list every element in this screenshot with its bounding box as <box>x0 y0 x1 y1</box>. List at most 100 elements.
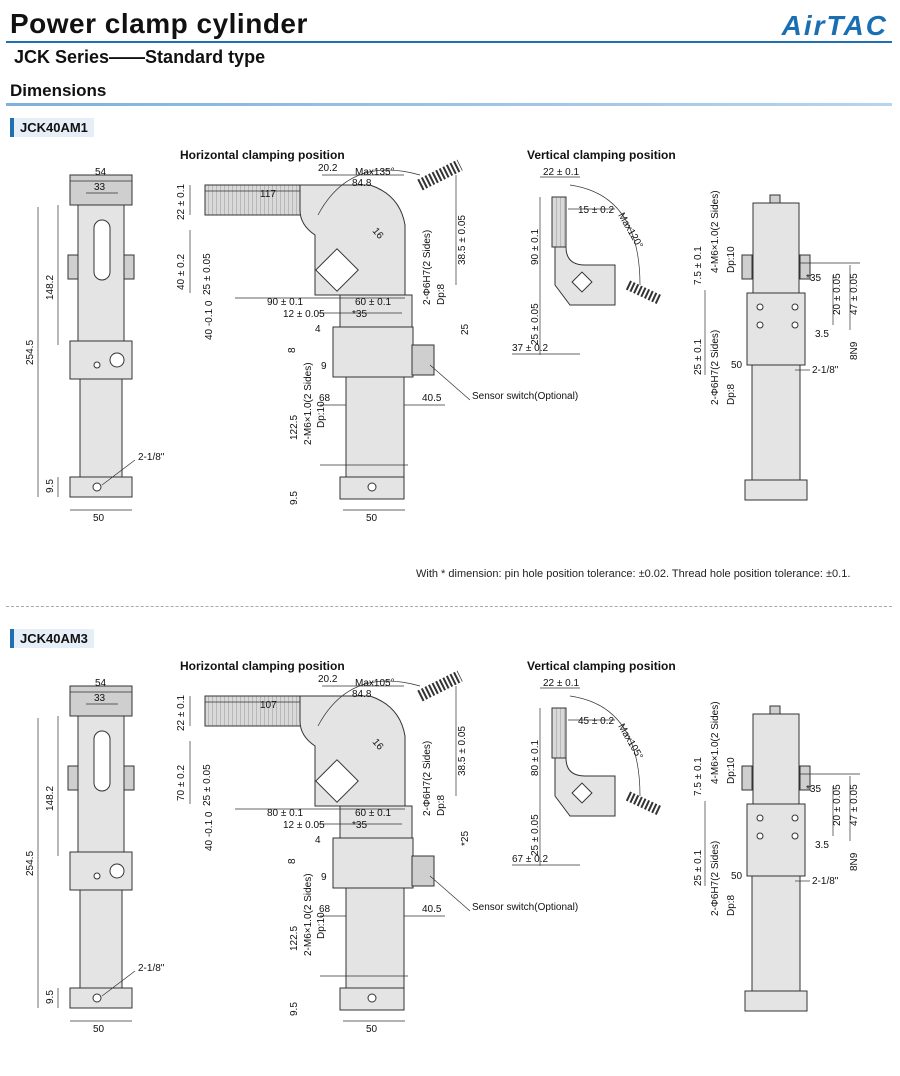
side-top-pin <box>769 705 781 715</box>
tolerance-note: With * dimension: pin hole position tole… <box>416 568 851 580</box>
side-hole-4 <box>791 832 799 840</box>
model-block-jck40am3: JCK40AM3 Horizontal clamping position Ve… <box>0 626 900 1073</box>
side-base <box>744 479 808 501</box>
front-dim-254: 254.5 <box>25 340 36 365</box>
s-dim-20: 20 ± 0.05 <box>832 273 843 315</box>
s-dp10-label: Dp:10 <box>726 757 737 784</box>
sensor-switch <box>411 344 435 376</box>
sensor-switch-label: Sensor switch(Optional) <box>472 902 578 913</box>
h-dim-9: 9 <box>321 361 327 372</box>
h-dp8-label: Dp:8 <box>436 794 447 816</box>
side-upper <box>752 713 800 805</box>
sensor-switch <box>411 855 435 887</box>
s-dim-50: 50 <box>731 871 743 882</box>
h-dim-90: 80 ± 0.1 <box>267 808 304 819</box>
s-dim-50: 50 <box>731 360 743 371</box>
front-view <box>37 174 136 511</box>
v-dim-90: 80 ± 0.1 <box>530 739 541 776</box>
h-dp8-label: Dp:8 <box>436 283 447 305</box>
h-dim-40b: 40 -0.1 0 <box>204 300 215 340</box>
v-dim-37: 37 ± 0.2 <box>512 343 549 354</box>
front-cylinder <box>79 378 123 480</box>
model-block-jck40am1: JCK40AM1 Horizontal clamping position Ve… <box>0 115 900 595</box>
side-knob-left <box>741 254 753 280</box>
side-base <box>744 990 808 1012</box>
h-dim-4: 4 <box>315 835 321 846</box>
body-block <box>332 326 414 378</box>
h-dim-40b: 40 -0.1 0 <box>204 811 215 851</box>
clamp-arm <box>204 695 306 727</box>
side-hole-2 <box>756 832 764 840</box>
h-dim-117: 107 <box>260 700 277 711</box>
vertical-view <box>512 687 663 866</box>
h-m6-label: 2-M6×1.0(2 Sides) <box>303 362 314 445</box>
front-slot <box>93 219 111 281</box>
h-dim-25b: *25 <box>460 831 471 846</box>
h-dim-9-5: 9.5 <box>289 1002 300 1016</box>
vertical-view <box>512 176 663 355</box>
s-dp8-label: Dp:8 <box>726 383 737 405</box>
front-knob-left <box>67 254 79 280</box>
front-knob-left <box>67 765 79 791</box>
mid-block <box>339 805 413 839</box>
s-dim-3-5: 3.5 <box>815 840 829 851</box>
s-dim-47: 47 ± 0.05 <box>849 273 860 315</box>
h-pin-label: 2-Φ6H7(2 Sides) <box>422 230 433 305</box>
vertical-view-title: Vertical clamping position <box>527 148 676 162</box>
v-dim-25: 25 ± 0.05 <box>530 814 541 856</box>
v-arm <box>551 707 567 759</box>
front-base-port <box>92 482 102 492</box>
front-slot <box>93 730 111 792</box>
body-block <box>332 837 414 889</box>
drawing-canvas: 54 33 148.2 254.5 2-1/8" 9.5 50 <box>25 670 860 1035</box>
h-dim-35: *35 <box>352 309 367 320</box>
h-max-angle: Max135° <box>355 167 395 178</box>
h-dim-35: *35 <box>352 820 367 831</box>
horizontal-view-title: Horizontal clamping position <box>180 148 345 162</box>
h-dim-20: 20.2 <box>318 674 338 685</box>
h-m6-label: 2-M6×1.0(2 Sides) <box>303 873 314 956</box>
h-dim-4: 4 <box>315 324 321 335</box>
s-port-label: 2-1/8" <box>812 365 839 376</box>
h-dim-60: 60 ± 0.1 <box>355 297 392 308</box>
page-subtitle: JCK Series——Standard type <box>14 47 266 67</box>
v-pivot <box>571 271 593 293</box>
h-dim-8: 8 <box>287 347 298 353</box>
vertical-view-title: Vertical clamping position <box>527 659 676 673</box>
h-dim-122: 122.5 <box>289 926 300 951</box>
front-dim-50: 50 <box>93 513 105 524</box>
side-hole-1 <box>756 814 764 822</box>
front-dim-33: 33 <box>94 182 106 193</box>
side-view <box>704 194 860 501</box>
h-dim-9-5: 9.5 <box>289 491 300 505</box>
s-pin-label: 2-Φ6H7(2 Sides) <box>710 841 721 916</box>
horizontal-view <box>189 159 471 511</box>
mid-block <box>339 294 413 328</box>
side-top-pin <box>769 194 781 204</box>
h-dp10-label: Dp:10 <box>316 401 327 428</box>
model-separator <box>6 606 892 607</box>
h-dim-8: 8 <box>287 858 298 864</box>
v-swing <box>625 791 663 816</box>
v-max-angle: Max120° <box>615 211 644 251</box>
section-divider <box>6 103 892 106</box>
side-hole-4 <box>791 321 799 329</box>
front-dim-9: 9.5 <box>45 479 56 493</box>
title-rule <box>6 41 892 43</box>
h-dim-12: 12 ± 0.05 <box>283 309 325 320</box>
front-dim-9: 9.5 <box>45 990 56 1004</box>
side-knob-right <box>799 765 811 791</box>
s-dim-25: 25 ± 0.1 <box>693 338 704 375</box>
s-dim-7-5: 7.5 ± 0.1 <box>693 246 704 285</box>
model-label: JCK40AM3 <box>10 629 94 648</box>
h-dim-40: 40 ± 0.2 <box>176 253 187 290</box>
v-dim-37: 67 ± 0.2 <box>512 854 549 865</box>
sensor-switch-label: Sensor switch(Optional) <box>472 391 578 402</box>
h-dim-84: 84.8 <box>352 178 372 189</box>
side-hole-2 <box>756 321 764 329</box>
v-arm <box>551 196 567 248</box>
pivot-square <box>315 759 359 803</box>
s-dim-47: 47 ± 0.05 <box>849 784 860 826</box>
h-dim-38: 38.5 ± 0.05 <box>457 726 468 776</box>
v-swing-arc <box>569 695 641 797</box>
